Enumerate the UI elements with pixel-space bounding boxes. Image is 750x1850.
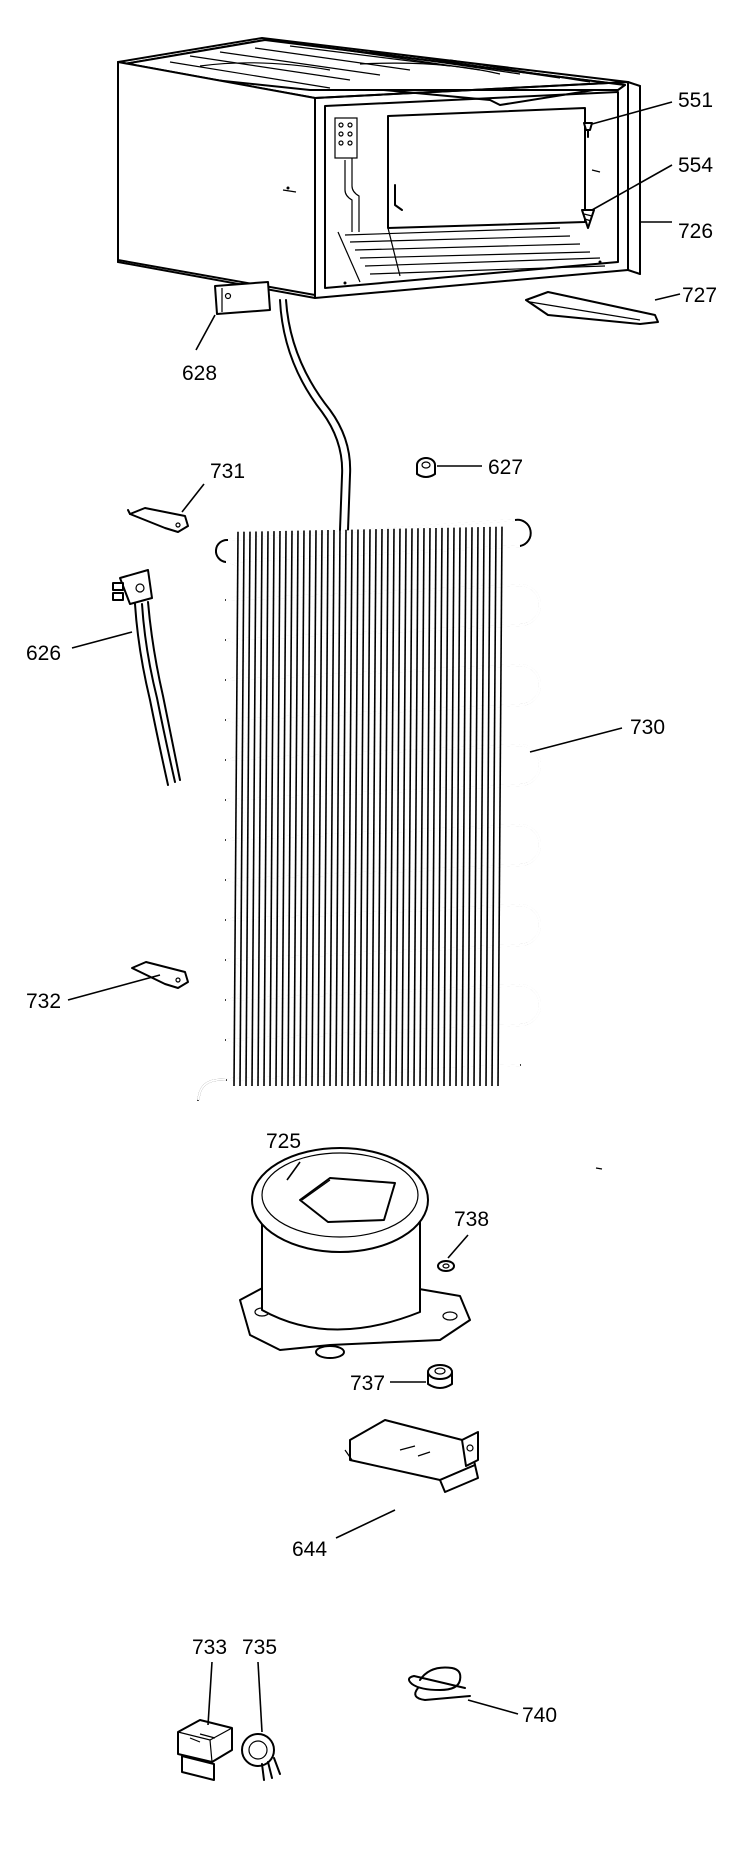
condenser-wire xyxy=(467,527,473,1087)
spring-clip-icon xyxy=(408,1666,471,1701)
condenser-coil-icon xyxy=(197,518,542,1101)
condenser-wire xyxy=(461,527,467,1087)
condenser-wire xyxy=(251,531,257,1087)
screw-551-icon xyxy=(583,122,593,138)
screw-554-icon xyxy=(581,209,595,229)
leader-628 xyxy=(195,314,216,351)
condenser-wire xyxy=(455,527,461,1087)
condenser-wire xyxy=(287,530,293,1087)
condenser-wire xyxy=(389,528,395,1087)
callout-727: 727 xyxy=(682,284,717,307)
callout-735: 735 xyxy=(242,1636,277,1659)
drain-trough-icon xyxy=(525,291,659,325)
condenser-wire xyxy=(377,528,383,1087)
condenser-wire xyxy=(425,528,431,1087)
callout-737: 737 xyxy=(350,1372,385,1395)
callout-627: 627 xyxy=(488,456,523,479)
leader-727 xyxy=(654,293,681,301)
condenser-wire xyxy=(395,528,401,1087)
leader-551 xyxy=(591,101,673,125)
leader-732 xyxy=(67,974,161,1001)
condenser-wire xyxy=(359,529,365,1087)
condenser-wire xyxy=(245,531,251,1087)
condenser-wire xyxy=(371,529,377,1087)
condenser-wire xyxy=(341,529,347,1087)
condenser-wire xyxy=(491,526,497,1087)
condenser-wire xyxy=(263,531,269,1087)
condenser-wire xyxy=(401,528,407,1087)
condenser-wire xyxy=(449,527,455,1087)
condenser-wire xyxy=(431,527,437,1087)
callout-733: 733 xyxy=(192,1636,227,1659)
callout-740: 740 xyxy=(522,1704,557,1727)
leader-554 xyxy=(591,164,673,211)
mounting-bracket-icon xyxy=(344,1419,479,1493)
condenser-wire xyxy=(413,528,419,1087)
condenser-wire xyxy=(497,526,503,1087)
condenser-wire xyxy=(233,531,239,1087)
callout-626: 626 xyxy=(26,642,61,665)
condenser-wire xyxy=(311,530,317,1087)
condenser-wire xyxy=(485,526,491,1087)
condenser-wire xyxy=(305,530,311,1087)
leader-733 xyxy=(207,1661,213,1726)
callout-628: 628 xyxy=(182,362,217,385)
callout-731: 731 xyxy=(210,460,245,483)
leader-644 xyxy=(335,1509,396,1539)
callout-644: 644 xyxy=(292,1538,327,1561)
leader-735 xyxy=(257,1661,263,1733)
grommet-627-icon xyxy=(416,457,436,478)
compressor-icon xyxy=(239,1147,471,1359)
relay-icon xyxy=(177,1719,233,1781)
grommet-737-icon xyxy=(427,1364,453,1389)
condenser-wire xyxy=(257,531,263,1087)
callout-738: 738 xyxy=(454,1208,489,1231)
condenser-wire xyxy=(443,527,449,1087)
condenser-wire xyxy=(329,529,335,1087)
bracket-628-icon xyxy=(214,281,271,315)
leader-626 xyxy=(71,631,133,649)
cabinet-liner-icon xyxy=(117,37,641,299)
callout-725: 725 xyxy=(266,1130,301,1153)
bracket-731-icon xyxy=(127,507,189,533)
callout-730: 730 xyxy=(630,716,665,739)
grommet-738-icon xyxy=(437,1260,455,1272)
power-cord-icon xyxy=(112,569,181,786)
leader-lines xyxy=(67,101,681,1733)
leader-738 xyxy=(447,1234,469,1259)
condenser-wire xyxy=(293,530,299,1087)
condenser-wire xyxy=(335,529,341,1087)
callout-726: 726 xyxy=(678,220,713,243)
leader-730 xyxy=(529,727,623,753)
condenser-wire xyxy=(281,530,287,1087)
callout-732: 732 xyxy=(26,990,61,1013)
condenser-wire xyxy=(479,527,485,1087)
condenser-wire xyxy=(419,528,425,1087)
condenser-wire xyxy=(383,528,389,1087)
callout-labels: 551 554 726 727 628 731 627 626 730 732 … xyxy=(26,89,717,1727)
leader-725 xyxy=(286,1161,301,1181)
condenser-wire xyxy=(407,528,413,1087)
condenser-wire xyxy=(347,529,353,1087)
condenser-wire xyxy=(353,529,359,1087)
leader-731 xyxy=(181,483,205,513)
condenser-wire xyxy=(437,527,443,1087)
callout-554: 554 xyxy=(678,154,713,177)
callout-551: 551 xyxy=(678,89,713,112)
condenser-wire xyxy=(317,530,323,1087)
overload-protector-icon xyxy=(241,1733,281,1781)
condenser-wire xyxy=(323,530,329,1087)
condenser-wire xyxy=(275,530,281,1087)
condenser-wire xyxy=(299,530,305,1087)
leader-740 xyxy=(467,1699,519,1715)
condenser-wire xyxy=(365,529,371,1087)
condenser-wire xyxy=(473,527,479,1087)
condenser-wire xyxy=(239,531,245,1087)
condenser-wire xyxy=(269,531,275,1087)
